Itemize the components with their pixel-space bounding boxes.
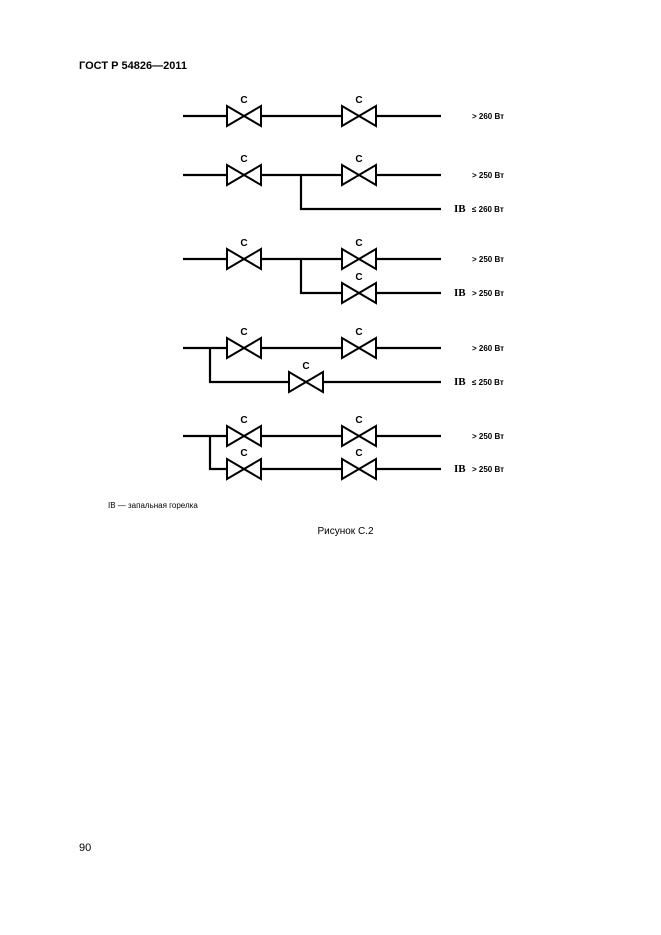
legend-note: IB — запальная горелка xyxy=(108,501,198,510)
valve-icon xyxy=(341,457,377,481)
valve-icon xyxy=(288,370,324,394)
valve-letter: C xyxy=(240,327,247,338)
valve-icon xyxy=(226,247,262,271)
ib-branch-line xyxy=(208,348,441,384)
valve-letter: C xyxy=(240,415,247,426)
valve-letter: C xyxy=(240,448,247,459)
valve-letter: C xyxy=(302,361,309,372)
valve-icon xyxy=(226,424,262,448)
valve-letter: C xyxy=(355,415,362,426)
valve-icon xyxy=(226,163,262,187)
valve-letter: C xyxy=(240,154,247,165)
valve-icon xyxy=(226,104,262,128)
valve-letter: C xyxy=(355,327,362,338)
ib-label: IB xyxy=(454,287,466,299)
valve-icon xyxy=(226,457,262,481)
scheme-row-2 xyxy=(183,173,441,211)
valve-icon xyxy=(341,424,377,448)
output-power-label: > 250 Вт xyxy=(472,171,504,180)
scheme-row-5 xyxy=(183,434,441,471)
valve-letter: C xyxy=(240,95,247,106)
valve-icon xyxy=(341,281,377,305)
valve-letter: C xyxy=(355,238,362,249)
valve-icon xyxy=(341,104,377,128)
scheme-row-3 xyxy=(183,257,441,295)
document-header: ГОСТ Р 54826—2011 xyxy=(79,60,187,72)
output-power-label: ≤ 250 Вт xyxy=(472,378,504,387)
page-number: 90 xyxy=(79,842,92,854)
valve-letter: C xyxy=(355,272,362,283)
ib-label: IB xyxy=(454,203,466,215)
valve-letter: C xyxy=(355,95,362,106)
output-power-label: ≤ 260 Вт xyxy=(472,205,504,214)
valve-letter: C xyxy=(355,448,362,459)
valve-icon xyxy=(341,336,377,360)
valve-icon xyxy=(341,163,377,187)
valve-letter: C xyxy=(355,154,362,165)
valve-letter: C xyxy=(240,238,247,249)
output-power-label: > 260 Вт xyxy=(472,344,504,353)
output-power-label: > 260 Вт xyxy=(472,112,504,121)
figure-caption: Рисунок С.2 xyxy=(317,526,374,537)
output-power-label: > 250 Вт xyxy=(472,465,504,474)
output-power-label: > 250 Вт xyxy=(472,289,504,298)
ib-branch-line xyxy=(299,175,441,211)
ib-label: IB xyxy=(454,463,466,475)
ib-branch-line xyxy=(299,259,441,295)
output-power-label: > 250 Вт xyxy=(472,255,504,264)
scheme-row-4 xyxy=(183,346,441,384)
output-power-label: > 250 Вт xyxy=(472,432,504,441)
valve-icon xyxy=(341,247,377,271)
valve-icon xyxy=(226,336,262,360)
ib-label: IB xyxy=(454,376,466,388)
